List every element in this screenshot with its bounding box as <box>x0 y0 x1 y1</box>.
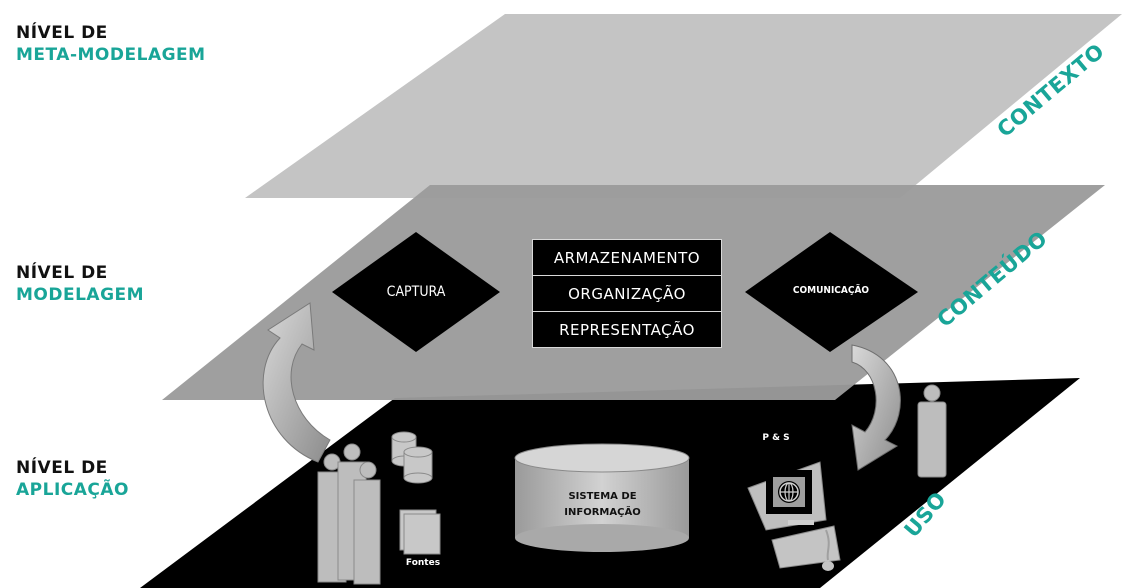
database-icon <box>391 431 433 484</box>
level-aplicacao: NÍVEL DE APLICAÇÃO <box>16 457 129 501</box>
arrow-fontes-to-captura <box>262 302 331 463</box>
sistema-line2: INFORMAÇÃO <box>564 507 641 518</box>
comunicacao-label: COMUNICAÇÃO <box>792 285 870 296</box>
stack-organizacao: ORGANIZAÇÃO <box>532 275 722 312</box>
arrow-comunicacao-to-usuarios <box>851 344 901 471</box>
stack-representacao: REPRESENTAÇÃO <box>532 311 722 348</box>
ps-label: P & S <box>762 433 790 443</box>
documents-icon <box>399 509 441 555</box>
level-modelagem: NÍVEL DE MODELAGEM <box>16 262 144 306</box>
process-stack: ARMAZENAMENTO ORGANIZAÇÃO REPRESENTAÇÃO <box>532 239 722 348</box>
level-meta-line2: META-MODELAGEM <box>16 45 206 65</box>
computer-icon <box>747 461 841 571</box>
sistema-line1: SISTEMA DE <box>568 491 637 502</box>
level-meta-line1: NÍVEL DE <box>16 23 108 43</box>
fontes-label: Fontes <box>405 558 441 568</box>
level-modelagem-line1: NÍVEL DE <box>16 263 108 283</box>
level-aplicacao-line1: NÍVEL DE <box>16 458 108 478</box>
level-modelagem-line2: MODELAGEM <box>16 285 145 305</box>
information-system-cylinder <box>514 443 690 552</box>
level-meta-modelagem: NÍVEL DE META-MODELAGEM <box>16 22 206 66</box>
captura-label: CAPTURA <box>386 284 446 300</box>
people-group-icon <box>317 443 381 585</box>
level-aplicacao-line2: APLICAÇÃO <box>16 480 129 500</box>
plane-contexto <box>245 14 1122 198</box>
captura-diamond <box>332 232 500 352</box>
user-figure-icon <box>917 384 947 478</box>
stack-armazenamento: ARMAZENAMENTO <box>532 239 722 276</box>
comunicacao-diamond <box>745 232 918 352</box>
